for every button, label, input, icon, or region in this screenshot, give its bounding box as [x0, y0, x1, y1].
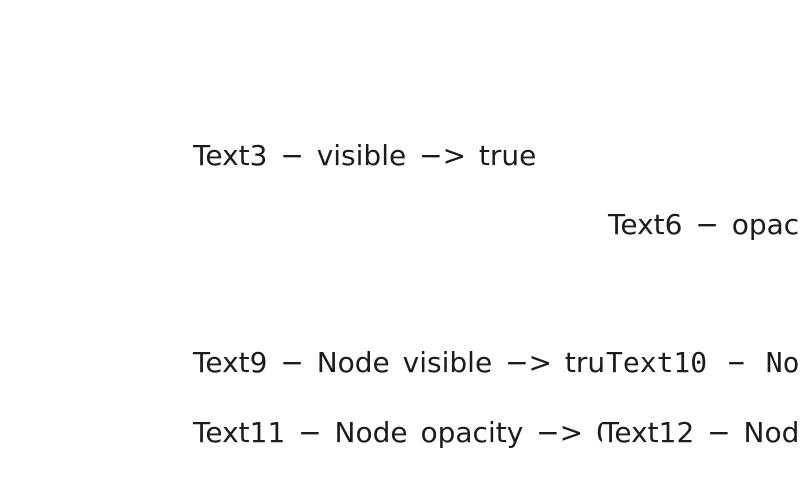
text-node-text10: Text10 − Nod: [606, 349, 800, 377]
text-node-text6: Text6 − opac: [608, 208, 800, 241]
text-node-text12: Text12 − Nod: [602, 416, 800, 449]
text-node-text3: Text3 − visible −> true: [193, 139, 537, 172]
text-node-text9: Text9 − Node visible −> tru: [193, 346, 606, 379]
text-node-text11: Text11 − Node opacity −> 0: [193, 416, 614, 449]
